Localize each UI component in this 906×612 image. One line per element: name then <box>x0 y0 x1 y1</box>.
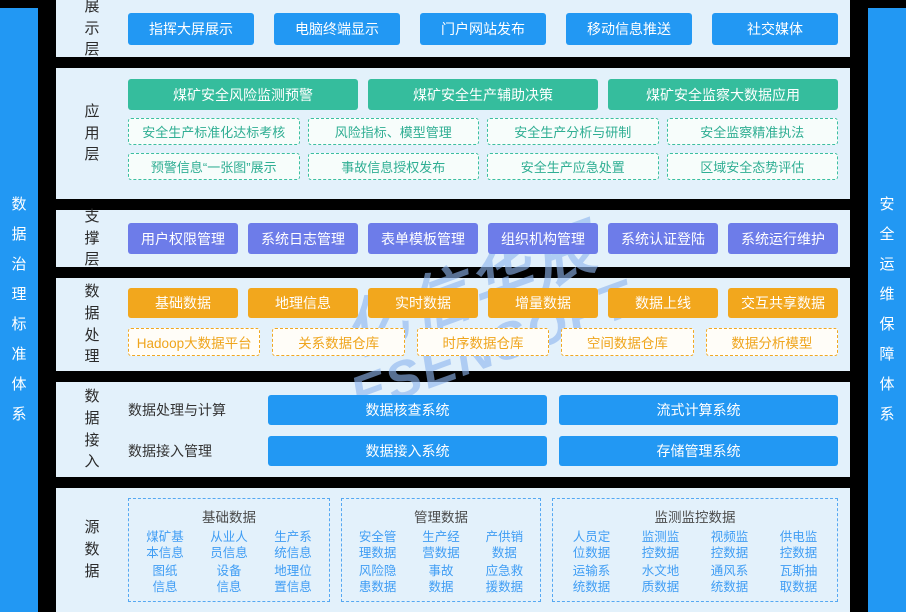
layer-application-label: 应用层 <box>84 102 100 164</box>
source-item-employee-info: 从业人 员信息 <box>210 530 248 560</box>
source-item-mine-basic-info: 煤矿基 本信息 <box>146 530 184 560</box>
proc-button-data-online[interactable]: 数据上线 <box>608 288 718 318</box>
source-group-title: 管理数据 <box>414 510 468 525</box>
app-button-standard-assessment[interactable]: 安全生产标准化达标考核 <box>128 118 300 145</box>
source-item-drawing-info: 图纸 信息 <box>152 564 178 594</box>
layer-source-data-panel: 源数据 基础数据 煤矿基 本信息 从业人 员信息 生产系 统信息 图纸 信息 设… <box>56 488 850 612</box>
app-button-precise-enforcement[interactable]: 安全监察精准执法 <box>666 118 838 145</box>
right-sidebar-ops-guarantee: 安全运维保障体系 <box>868 8 906 612</box>
proc-button-analysis-model[interactable]: 数据分析模型 <box>705 328 839 356</box>
right-sidebar-label: 安全运维保障体系 <box>879 196 895 423</box>
layer-support-panel: 支撑层 用户权限管理 系统日志管理 表单模板管理 组织机构管理 系统认证登陆 系… <box>56 208 850 268</box>
proc-button-timeseries-warehouse[interactable]: 时序数据仓库 <box>416 328 550 356</box>
proc-button-spatial-warehouse[interactable]: 空间数据仓库 <box>561 328 694 356</box>
source-group-title: 基础数据 <box>202 510 256 525</box>
source-item-emergency-rescue-data: 应急救 援数据 <box>485 564 524 594</box>
source-item-power-monitoring-data: 供电监 控数据 <box>779 530 818 560</box>
source-item-geo-location-info: 地理位 置信息 <box>274 564 312 594</box>
app-button-production-decision[interactable]: 煤矿安全生产辅助决策 <box>368 79 598 110</box>
display-button-portal-site[interactable]: 门户网站发布 <box>420 12 546 45</box>
source-item-production-operation-data: 生产经 营数据 <box>422 530 460 560</box>
proc-button-relational-warehouse[interactable]: 关系数据仓库 <box>272 328 405 356</box>
source-item-equipment-info: 设备 信息 <box>216 564 242 594</box>
layer-data-access-label: 数据接入 <box>84 388 100 471</box>
support-button-org-structure[interactable]: 组织机构管理 <box>488 223 598 254</box>
source-item-hydrogeology-data: 水文地 质数据 <box>641 564 680 594</box>
app-button-emergency-response[interactable]: 安全生产应急处置 <box>487 153 659 180</box>
display-button-pc-terminal[interactable]: 电脑终端显示 <box>274 12 400 45</box>
source-item-production-system-info: 生产系 统信息 <box>274 530 312 560</box>
source-item-risk-hazard-data: 风险隐 患数据 <box>358 564 397 594</box>
layer-data-processing-panel: 数据处理 基础数据 地理信息 实时数据 增量数据 数据上线 交互共享数据 Had… <box>56 278 850 371</box>
access-button-data-check-system[interactable]: 数据核查系统 <box>268 395 547 425</box>
access-button-storage-management-system[interactable]: 存储管理系统 <box>559 436 838 466</box>
proc-button-geo-info[interactable]: 地理信息 <box>248 288 358 318</box>
source-item-accident-data: 事故 数据 <box>428 564 454 594</box>
source-item-transport-system-data: 运输系 统数据 <box>572 564 611 594</box>
source-item-gas-extraction-data: 瓦斯抽 取数据 <box>779 564 818 594</box>
proc-button-incremental-data[interactable]: 增量数据 <box>488 288 598 318</box>
source-item-ventilation-system-data: 通风系 统数据 <box>710 564 749 594</box>
source-group-management-data: 管理数据 安全管 理数据 生产经 营数据 产供销 数据 风险隐 患数据 事故 数… <box>341 498 541 602</box>
app-button-risk-monitor-warning[interactable]: 煤矿安全风险监测预警 <box>128 79 358 110</box>
support-button-auth-login[interactable]: 系统认证登陆 <box>608 223 718 254</box>
source-group-monitoring-data: 监测监控数据 人员定 位数据 监测监 控数据 视频监 控数据 供电监 控数据 运… <box>552 498 838 602</box>
proc-button-shared-data[interactable]: 交互共享数据 <box>728 288 838 318</box>
layer-data-access-panel: 数据接入 数据处理与计算 数据核查系统 流式计算系统 数据接入管理 数据接入系统… <box>56 382 850 477</box>
layer-source-data-label: 源数据 <box>84 519 100 580</box>
support-button-form-template[interactable]: 表单模板管理 <box>368 223 478 254</box>
app-button-production-analysis[interactable]: 安全生产分析与研制 <box>487 118 659 145</box>
left-sidebar-data-governance: 数据治理标准体系 <box>0 8 38 612</box>
proc-button-realtime-data[interactable]: 实时数据 <box>368 288 478 318</box>
app-button-risk-index-model[interactable]: 风险指标、模型管理 <box>307 118 479 145</box>
layer-application-panel: 应用层 煤矿安全风险监测预警 煤矿安全生产辅助决策 煤矿安全监察大数据应用 安全… <box>56 68 850 199</box>
app-button-warning-one-map[interactable]: 预警信息“一张图”展示 <box>128 153 300 180</box>
support-button-system-maintenance[interactable]: 系统运行维护 <box>728 223 838 254</box>
source-item-monitoring-data: 监测监 控数据 <box>641 530 680 560</box>
proc-button-hadoop-platform[interactable]: Hadoop大数据平台 <box>128 328 261 356</box>
app-button-accident-info-release[interactable]: 事故信息授权发布 <box>307 153 479 180</box>
layer-display-label: 展示层 <box>84 0 100 59</box>
source-group-title: 监测监控数据 <box>654 510 736 525</box>
layer-support-label: 支撑层 <box>84 207 100 269</box>
app-button-supervision-bigdata[interactable]: 煤矿安全监察大数据应用 <box>608 79 838 110</box>
source-item-video-surveillance-data: 视频监 控数据 <box>710 530 749 560</box>
display-button-social-media[interactable]: 社交媒体 <box>712 12 838 45</box>
access-button-stream-computing-system[interactable]: 流式计算系统 <box>559 395 838 425</box>
layer-display-panel: 展示层 指挥大屏展示 电脑终端显示 门户网站发布 移动信息推送 社交媒体 <box>56 0 850 58</box>
access-caption-processing-computing: 数据处理与计算 <box>128 402 226 418</box>
support-button-user-permission[interactable]: 用户权限管理 <box>128 223 238 254</box>
support-button-system-log[interactable]: 系统日志管理 <box>248 223 358 254</box>
access-button-data-access-system[interactable]: 数据接入系统 <box>268 436 547 466</box>
source-item-personnel-positioning-data: 人员定 位数据 <box>572 530 611 560</box>
access-caption-access-management: 数据接入管理 <box>128 443 212 459</box>
source-group-basic-data: 基础数据 煤矿基 本信息 从业人 员信息 生产系 统信息 图纸 信息 设备 信息… <box>128 498 330 602</box>
app-button-regional-situation[interactable]: 区域安全态势评估 <box>666 153 838 180</box>
layer-data-processing-label: 数据处理 <box>84 283 100 366</box>
display-button-mobile-push[interactable]: 移动信息推送 <box>566 12 692 45</box>
left-sidebar-label: 数据治理标准体系 <box>11 196 27 423</box>
source-item-supply-sales-data: 产供销 数据 <box>485 530 524 560</box>
proc-button-basic-data[interactable]: 基础数据 <box>128 288 238 318</box>
source-item-safety-management-data: 安全管 理数据 <box>358 530 397 560</box>
display-button-command-screen[interactable]: 指挥大屏展示 <box>128 12 254 45</box>
